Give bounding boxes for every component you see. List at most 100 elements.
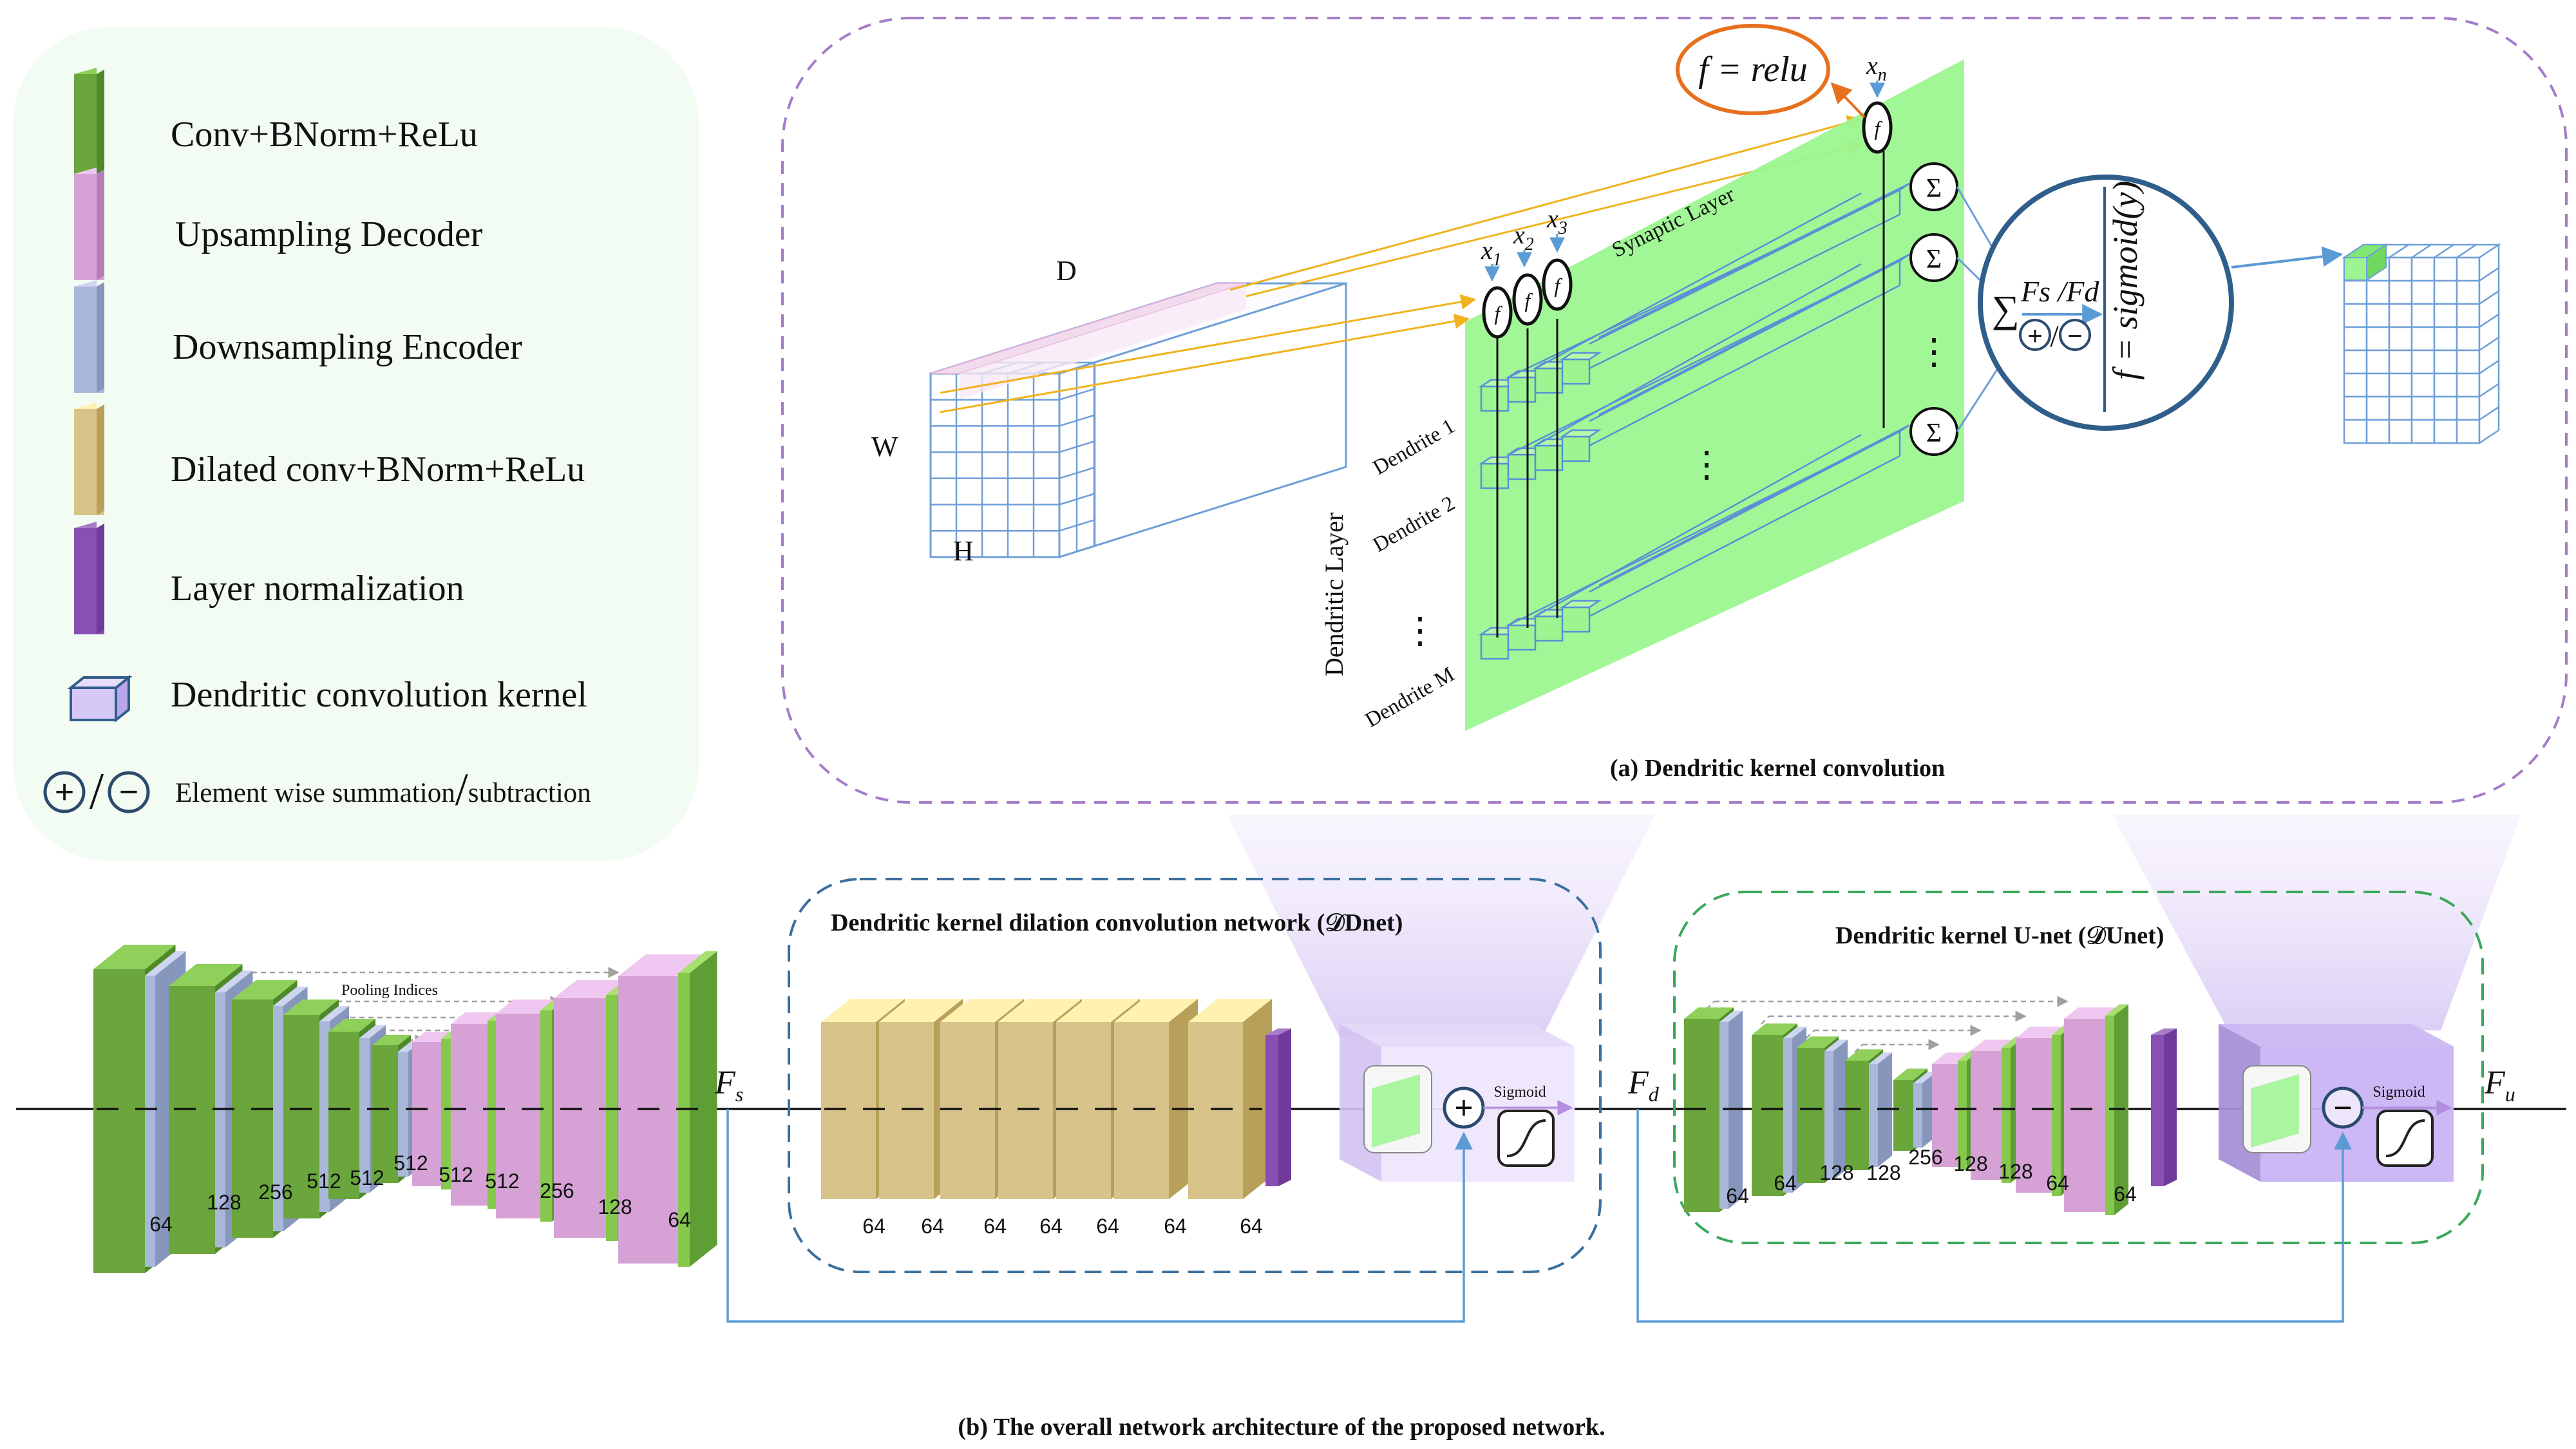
element-wise-separator: /	[455, 764, 468, 815]
dunet-projection-beam	[2112, 815, 2521, 1030]
layer-normalization-icon	[74, 522, 104, 634]
conv-bnorm-relu-icon	[74, 68, 104, 180]
ddnet-label-7: 64	[1240, 1215, 1263, 1238]
dunet-label-4: 128	[1866, 1161, 1900, 1184]
ddnet-box	[788, 878, 1602, 1273]
ddnet-projection-beam	[1227, 815, 1655, 1037]
slash-symbol: /	[90, 763, 104, 820]
fu-label: Fu	[2484, 1065, 2515, 1106]
upsampling-decoder-icon	[74, 167, 104, 280]
segnet-label-8: 512	[485, 1170, 519, 1193]
dunet-label-3: 128	[1819, 1161, 1853, 1184]
legend-dendritic-kernel-label: Dendritic convolution kernel	[171, 675, 587, 715]
sigma-vdots: ⋮	[1916, 332, 1952, 372]
synaptic-nodes: f f f f	[1482, 101, 1893, 339]
downsampling-encoder-icon	[74, 280, 104, 393]
dunet-label-2: 64	[1774, 1171, 1797, 1195]
dunet-label-5: 256	[1908, 1146, 1942, 1169]
element-wise-subtraction-label: subtraction	[468, 778, 591, 808]
dunet-box	[1673, 891, 2484, 1244]
input-x-labels: x1 x2 x3 xn	[1481, 51, 1887, 282]
dunet-label-6: 128	[1953, 1152, 1987, 1175]
ddnet-label-5: 64	[1096, 1215, 1119, 1238]
segnet-label-9: 256	[540, 1179, 574, 1202]
dunet-label-8: 64	[2046, 1171, 2069, 1195]
segnet-label-6: 512	[393, 1151, 428, 1175]
svg-text:Element wise summation/subtrac: Element wise summation/subtraction	[175, 764, 591, 815]
sigmoid-equation: f = sigmoid(y)	[2106, 181, 2145, 380]
svg-text:Σ: Σ	[1926, 419, 1942, 448]
svg-text:x3: x3	[1546, 204, 1567, 238]
dunet-blocks	[1684, 1004, 2128, 1215]
layer-norm-block-1	[1265, 1028, 1291, 1186]
ddnet-title: Dendritic kernel dilation convolution ne…	[831, 909, 1403, 936]
unet-skip-arrows	[1706, 996, 2069, 1053]
input-feature-cube: D W H	[871, 255, 1347, 567]
cube-width-label: W	[871, 431, 898, 462]
svg-text:−: −	[2067, 322, 2082, 350]
soma-plus-icon	[2019, 319, 2051, 351]
f-node-1	[1482, 286, 1513, 339]
ddnet-label-1: 64	[862, 1215, 886, 1238]
cube-height-label: H	[953, 535, 974, 567]
dendrite-label-vdots: ⋮	[1402, 611, 1438, 651]
dilated-conv-icon	[74, 402, 104, 515]
input-arrows	[940, 115, 1863, 413]
svg-text:x2: x2	[1513, 220, 1534, 254]
dunet-channel-labels: 64 64 128 128 256 128 128 64 64	[1726, 1146, 2137, 1208]
legend-dilated-conv-label: Dilated conv+BNorm+ReLu	[171, 450, 585, 489]
element-wise-summation-label: Element wise summation	[175, 778, 455, 808]
f-node-2	[1512, 273, 1543, 326]
dunet-label-9: 64	[2114, 1182, 2137, 1206]
segnet-label-3: 256	[258, 1180, 292, 1204]
dunet-title: Dendritic kernel U-net (𝒟Unet)	[1835, 922, 2164, 949]
output-feature-cube	[2341, 243, 2502, 445]
segnet-label-10: 128	[598, 1195, 632, 1218]
panel-b-caption: (b) The overall network architecture of …	[958, 1414, 1605, 1441]
segnet-label-11: 64	[668, 1208, 691, 1231]
minus-circle-icon	[108, 771, 150, 813]
skip-connection-fd	[1636, 1109, 2352, 1323]
segnet-blocks	[93, 945, 717, 1273]
panel-a-border	[781, 17, 2568, 804]
ddnet-dilated-conv-7	[1188, 999, 1272, 1199]
f-node-3	[1542, 258, 1573, 311]
pooling-indices-label: Pooling Indices	[341, 982, 438, 999]
fd-label: Fd	[1627, 1065, 1660, 1106]
element-wise-row: + / − Element wise summation/subtraction	[43, 763, 591, 820]
dunet-label-1: 64	[1726, 1184, 1749, 1208]
ddnet-label-4: 64	[1039, 1215, 1063, 1238]
svg-text:+: +	[1454, 1090, 1473, 1126]
ddnet-label-3: 64	[983, 1215, 1007, 1238]
fs-label: Fs	[714, 1065, 743, 1106]
panel-a: D W H Synaptic Layer Dendritic Layer f	[781, 17, 2568, 804]
segnet-decoder-conv-5	[678, 951, 717, 1267]
ddnet-dilated-conv-6	[1114, 999, 1198, 1199]
segnet-label-2: 128	[207, 1191, 241, 1214]
segnet-label-4: 512	[307, 1170, 341, 1193]
dunet-label-7: 128	[1998, 1160, 2032, 1183]
ddnet-label-2: 64	[921, 1215, 944, 1238]
svg-text:−: −	[2333, 1090, 2352, 1126]
dendritic-layer-label: Dendritic Layer	[1320, 513, 1349, 676]
svg-text:x1: x1	[1481, 236, 1502, 270]
ddnet-label-6: 64	[1164, 1215, 1187, 1238]
dendrite-m-label: Dendrite M	[1361, 663, 1459, 732]
skip-connection-fs	[726, 1109, 1473, 1323]
svg-text:xn: xn	[1866, 51, 1887, 85]
legend-conv-label: Conv+BNorm+ReLu	[171, 115, 478, 155]
minus-symbol: −	[119, 773, 138, 811]
dendritic-kernel-icon	[67, 674, 133, 723]
f-node-n	[1862, 101, 1893, 154]
soma-minus-icon	[2059, 319, 2091, 351]
sigma-nodes: Σ Σ Σ ⋮ ⋮ ⋮	[1402, 162, 1958, 651]
panel-a-caption: (a) Dendritic kernel convolution	[1610, 755, 1945, 782]
synaptic-layer-plane	[1465, 59, 1964, 731]
ddnet-channel-labels: 64 64 64 64 64 64 64	[862, 1215, 1263, 1238]
relu-label: f = relu	[1698, 50, 1807, 90]
relu-ellipse	[1676, 24, 1830, 115]
dendrite-2-label: Dendrite 2	[1369, 492, 1459, 557]
panel-b: Dendritic kernel dilation convolution ne…	[16, 878, 2566, 1441]
